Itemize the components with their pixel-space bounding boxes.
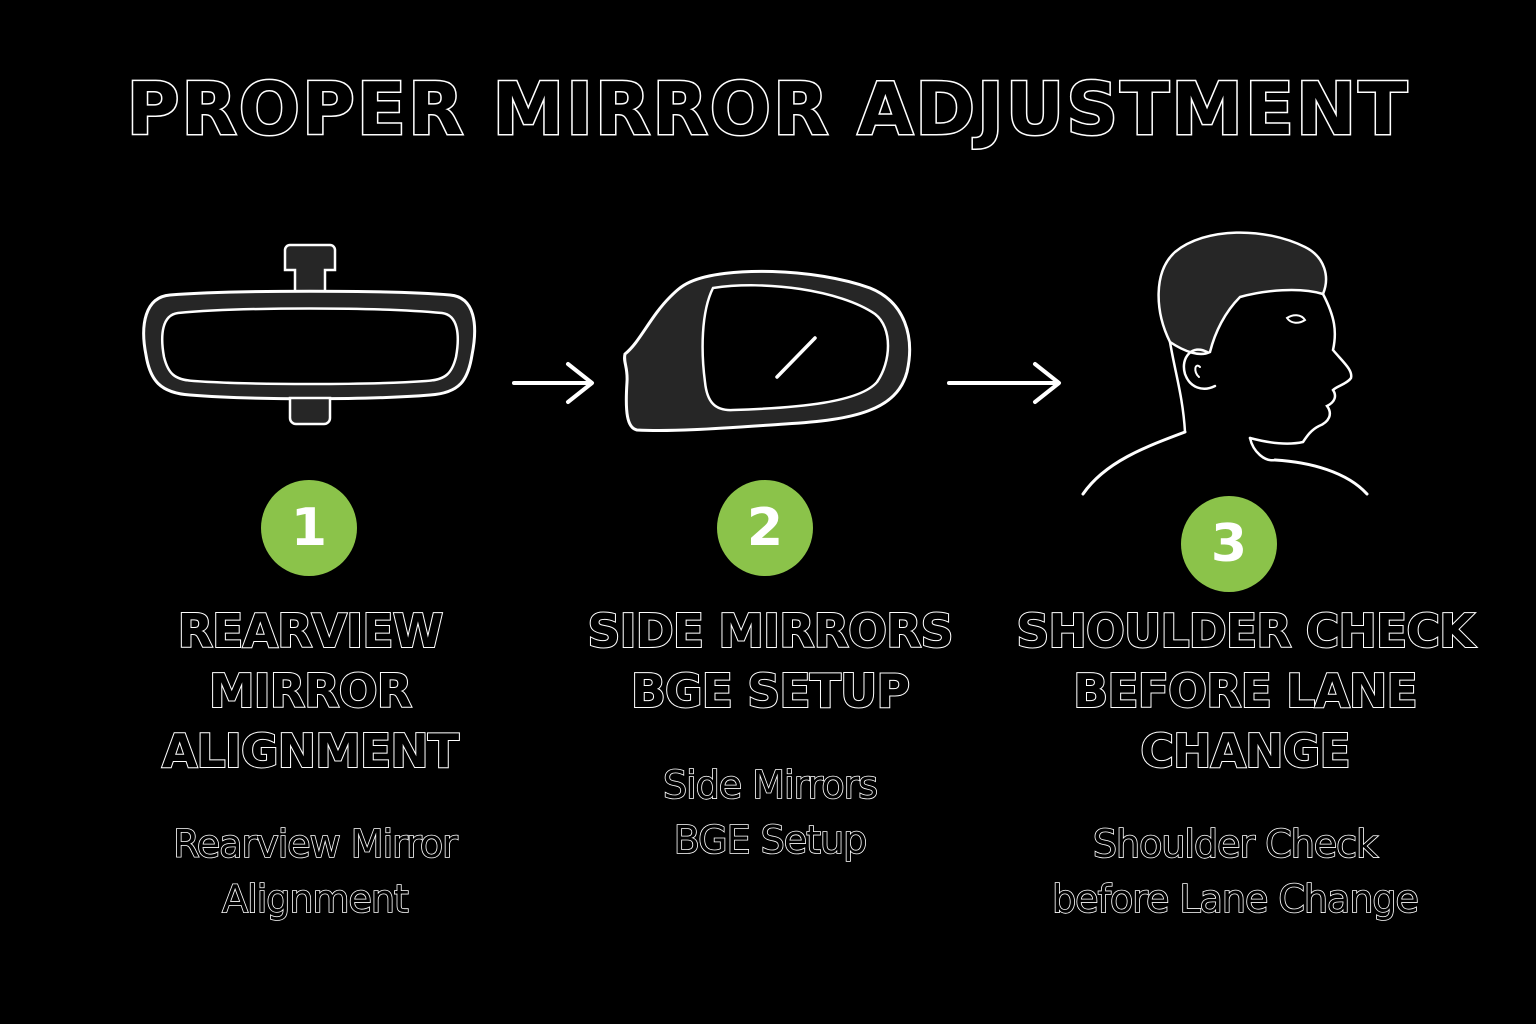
step-number-badge: 3 <box>1181 496 1277 592</box>
step-heading-line: MIRROR <box>208 663 413 719</box>
step-heading-line: ALIGNMENT <box>161 723 460 779</box>
side-mirror-icon <box>623 269 912 433</box>
step-heading-line: SHOULDER CHECK <box>1015 603 1476 659</box>
step-number-badge: 2 <box>717 480 813 576</box>
step-heading: SHOULDER CHECK BEFORE LANE CHANGE <box>995 602 1495 781</box>
arrow-right-icon <box>947 362 1061 404</box>
step-description: Side Mirrors BGE Setup <box>560 758 980 868</box>
step-description: Shoulder Check before Lane Change <box>995 817 1475 927</box>
step-heading-line: REARVIEW <box>177 603 445 659</box>
step-heading-line: CHANGE <box>1139 723 1352 779</box>
diagram-title: PROPER MIRROR ADJUSTMENT <box>125 67 1410 151</box>
head-profile-icon <box>1081 231 1369 496</box>
step-heading: REARVIEW MIRROR ALIGNMENT <box>110 602 510 781</box>
step-description-line: Shoulder Check <box>1092 821 1379 867</box>
step-number-badge: 1 <box>261 480 357 576</box>
step-heading-line: BGE SETUP <box>630 663 911 719</box>
step-description-line: before Lane Change <box>1051 876 1419 922</box>
step-description-line: Rearview Mirror <box>172 821 458 867</box>
step-description-line: Side Mirrors <box>662 762 879 808</box>
step-heading-line: SIDE MIRRORS <box>586 603 954 659</box>
step-description-line: BGE Setup <box>673 817 868 863</box>
step-heading: SIDE MIRRORS BGE SETUP <box>560 602 980 722</box>
step-description-line: Alignment <box>221 876 409 922</box>
arrow-right-icon <box>512 362 594 404</box>
rearview-mirror-icon <box>142 243 477 426</box>
step-description: Rearview Mirror Alignment <box>110 817 520 927</box>
step-heading-line: BEFORE LANE <box>1072 663 1419 719</box>
